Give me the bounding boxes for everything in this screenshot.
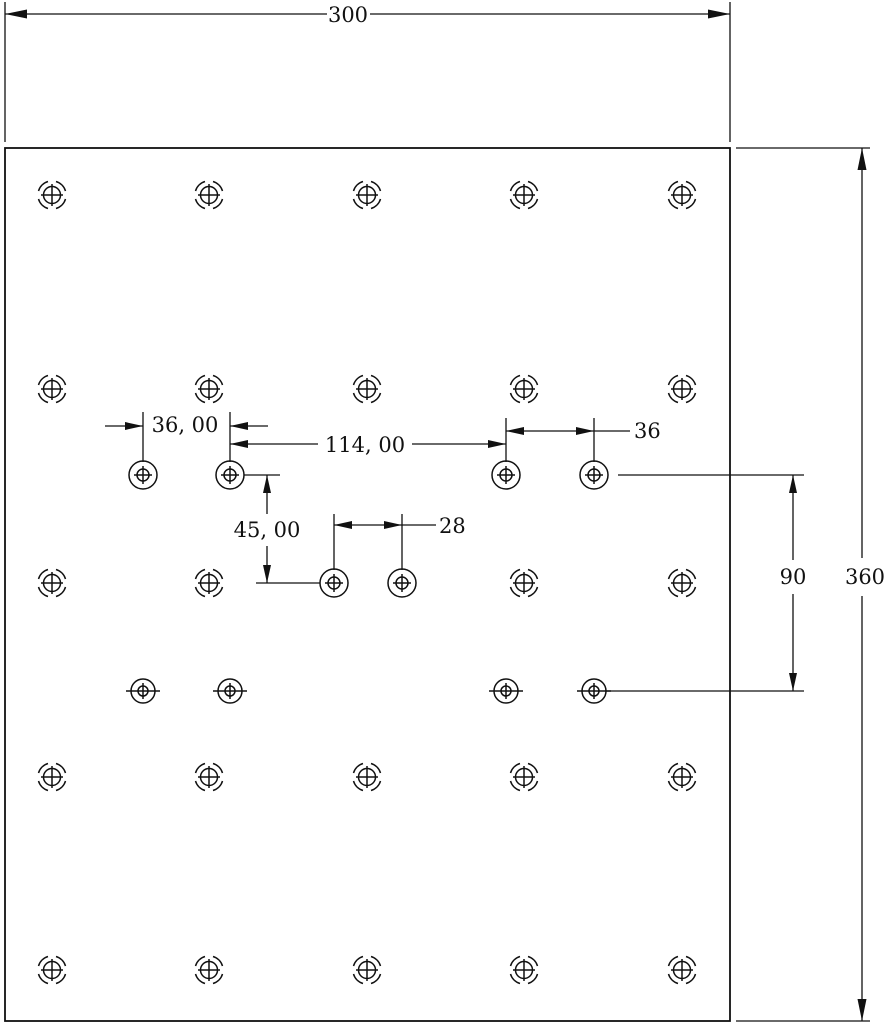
crosshair-hole-icon — [194, 180, 224, 210]
small-hole-icon — [489, 678, 523, 704]
crosshair-hole-icon — [194, 568, 224, 598]
pitch-36-right-dimension: 36 — [506, 418, 661, 462]
crosshair-hole-icon — [509, 762, 539, 792]
crosshair-hole-icon — [667, 762, 697, 792]
small-holes — [126, 678, 611, 704]
pitch-36-left-label: 36, 00 — [152, 413, 219, 437]
small-hole-icon — [213, 678, 247, 704]
crosshair-hole-icon — [352, 180, 382, 210]
counterbore-hole-icon — [387, 568, 417, 598]
crosshair-hole-icon — [37, 180, 67, 210]
counterbore-hole-icon — [579, 460, 609, 490]
crosshair-hole-icon — [352, 955, 382, 985]
crosshair-hole-icon — [37, 374, 67, 404]
crosshair-hole-icon — [667, 955, 697, 985]
crosshair-hole-icon — [509, 955, 539, 985]
span-114-label: 114, 00 — [325, 433, 405, 457]
crosshair-hole-icon — [194, 762, 224, 792]
crosshair-hole-icon — [37, 762, 67, 792]
crosshair-hole-icon — [37, 568, 67, 598]
crosshair-hole-icon — [352, 762, 382, 792]
crosshair-hole-icon — [509, 374, 539, 404]
crosshair-hole-icon — [352, 374, 382, 404]
crosshair-hole-icon — [37, 955, 67, 985]
crosshair-hole-icon — [667, 180, 697, 210]
vertical-45-dimension: 45, 00 — [234, 474, 320, 584]
height-dimension-label: 360 — [845, 565, 885, 589]
crosshair-hole-icon — [667, 374, 697, 404]
crosshair-hole-icon — [194, 955, 224, 985]
pitch-28-dimension: 28 — [333, 514, 466, 570]
vertical-90-label: 90 — [780, 565, 807, 589]
vertical-45-label: 45, 00 — [234, 518, 301, 542]
pitch-28-label: 28 — [439, 514, 466, 538]
width-dimension-label: 300 — [328, 3, 368, 27]
pitch-36-right-label: 36 — [634, 419, 661, 443]
height-dimension: 360 — [736, 147, 885, 1022]
pitch-36-left-dimension: 36, 00 — [105, 412, 268, 462]
counterbore-hole-icon — [128, 460, 158, 490]
vertical-90-dimension: 90 — [606, 474, 807, 692]
plate-outline — [4, 147, 731, 1022]
counterbore-hole-icon — [491, 460, 521, 490]
mounting-hole-grid — [37, 180, 697, 985]
crosshair-hole-icon — [194, 374, 224, 404]
crosshair-hole-icon — [509, 180, 539, 210]
counterbore-hole-icon — [319, 568, 349, 598]
small-hole-icon — [577, 678, 611, 704]
crosshair-hole-icon — [509, 568, 539, 598]
counterbore-hole-icon — [215, 460, 245, 490]
crosshair-hole-icon — [667, 568, 697, 598]
span-114-dimension: 114, 00 — [230, 418, 507, 462]
width-dimension: 300 — [4, 2, 731, 142]
small-hole-icon — [126, 678, 160, 704]
